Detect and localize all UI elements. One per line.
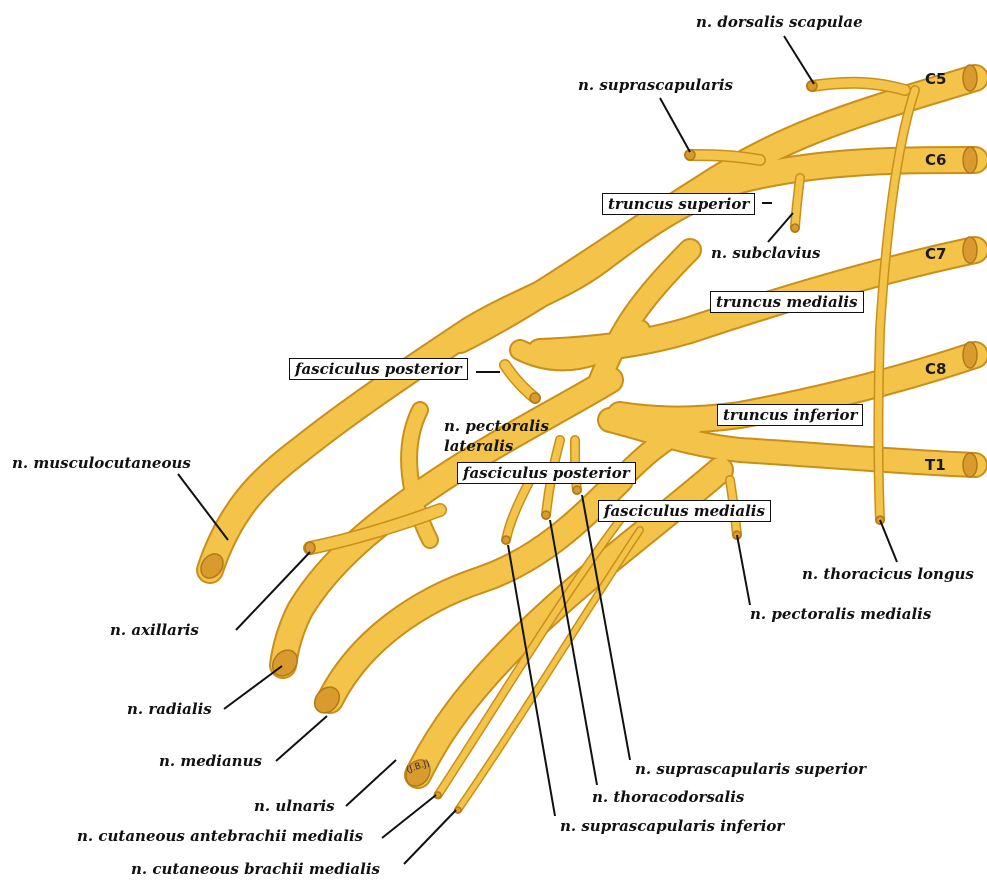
leader-subclavius	[767, 212, 794, 243]
cut-end-musculocutaneous	[200, 553, 224, 579]
cut-end-ulnaris	[405, 759, 431, 787]
cut-end-c6	[962, 146, 978, 174]
cut-end-medianus	[313, 686, 341, 714]
leader-thoracodorsalis	[549, 519, 598, 786]
label-ulnaris: n. ulnaris	[254, 797, 335, 815]
label-cut-antebrachii: n. cutaneous antebrachii medialis	[77, 827, 364, 845]
leader-ulnaris	[345, 759, 397, 807]
cut-end-c8	[962, 341, 978, 369]
label-thoracicus-longus: n. thoracicus longus	[802, 565, 974, 583]
label-thoracodorsalis: n. thoracodorsalis	[592, 788, 745, 806]
label-radialis: n. radialis	[127, 700, 212, 718]
label-truncus-inferior: truncus inferior	[717, 404, 864, 426]
label-pectoralis-lateralis-line2: lateralis	[444, 437, 514, 455]
label-musculocutaneous: n. musculocutaneous	[12, 454, 191, 472]
cut-end-t1	[962, 452, 978, 478]
label-pectoralis-medialis: n. pectoralis medialis	[750, 605, 932, 623]
leader-pectoralis-medialis	[736, 534, 751, 606]
label-medianus: n. medianus	[159, 752, 262, 770]
leader-suprascapularis	[659, 97, 691, 153]
label-pectoralis-lateralis-line1: n. pectoralis	[444, 417, 549, 435]
label-suprascap-superior: n. suprascapularis superior	[635, 760, 867, 778]
label-fasciculus-posterior-upper: fasciculus posterior	[289, 358, 468, 380]
root-label-c6: C6	[925, 151, 947, 169]
cut-end-upper-subscap	[541, 510, 551, 520]
root-label-c5: C5	[925, 70, 947, 88]
leader-axillaris	[235, 551, 311, 631]
label-suprascapularis: n. suprascapularis	[578, 76, 733, 94]
cut-end-lower-subscap	[501, 535, 511, 545]
leader-medianus	[275, 715, 328, 762]
label-suprascap-inferior: n. suprascapularis inferior	[560, 817, 785, 835]
cut-end-lat-pect	[529, 392, 541, 404]
leader-musculocutaneous	[177, 473, 229, 541]
label-cut-brachii: n. cutaneous brachii medialis	[131, 860, 380, 878]
label-truncus-medialis: truncus medialis	[710, 291, 864, 313]
label-axillaris: n. axillaris	[110, 621, 199, 639]
leader-thoracicus-longus	[879, 519, 898, 563]
label-fasciculus-posterior-lower: fasciculus posterior	[457, 462, 636, 484]
leader-cut-brachii	[403, 809, 457, 865]
cut-end-subclavius	[790, 223, 800, 233]
leader-suprascap-inferior	[507, 544, 556, 817]
leader-dorsalis-scapulae	[783, 35, 815, 85]
leader-radialis	[223, 665, 283, 710]
root-label-t1: T1	[925, 456, 946, 474]
leader-cut-antebrachii	[381, 794, 437, 839]
label-fasciculus-medialis: fasciculus medialis	[598, 500, 771, 522]
cut-end-thoracodorsal	[572, 485, 582, 495]
label-subclavius: n. subclavius	[711, 244, 821, 262]
label-dorsalis-scapulae: n. dorsalis scapulae	[696, 13, 863, 31]
cut-end-c5	[962, 64, 978, 92]
cut-end-c7	[962, 236, 978, 264]
leader-suprascap-superior	[581, 494, 631, 761]
label-truncus-superior: truncus superior	[602, 193, 756, 215]
root-label-c8: C8	[925, 360, 947, 378]
cut-end-axillaris	[304, 541, 316, 555]
root-label-c7: C7	[925, 245, 947, 263]
